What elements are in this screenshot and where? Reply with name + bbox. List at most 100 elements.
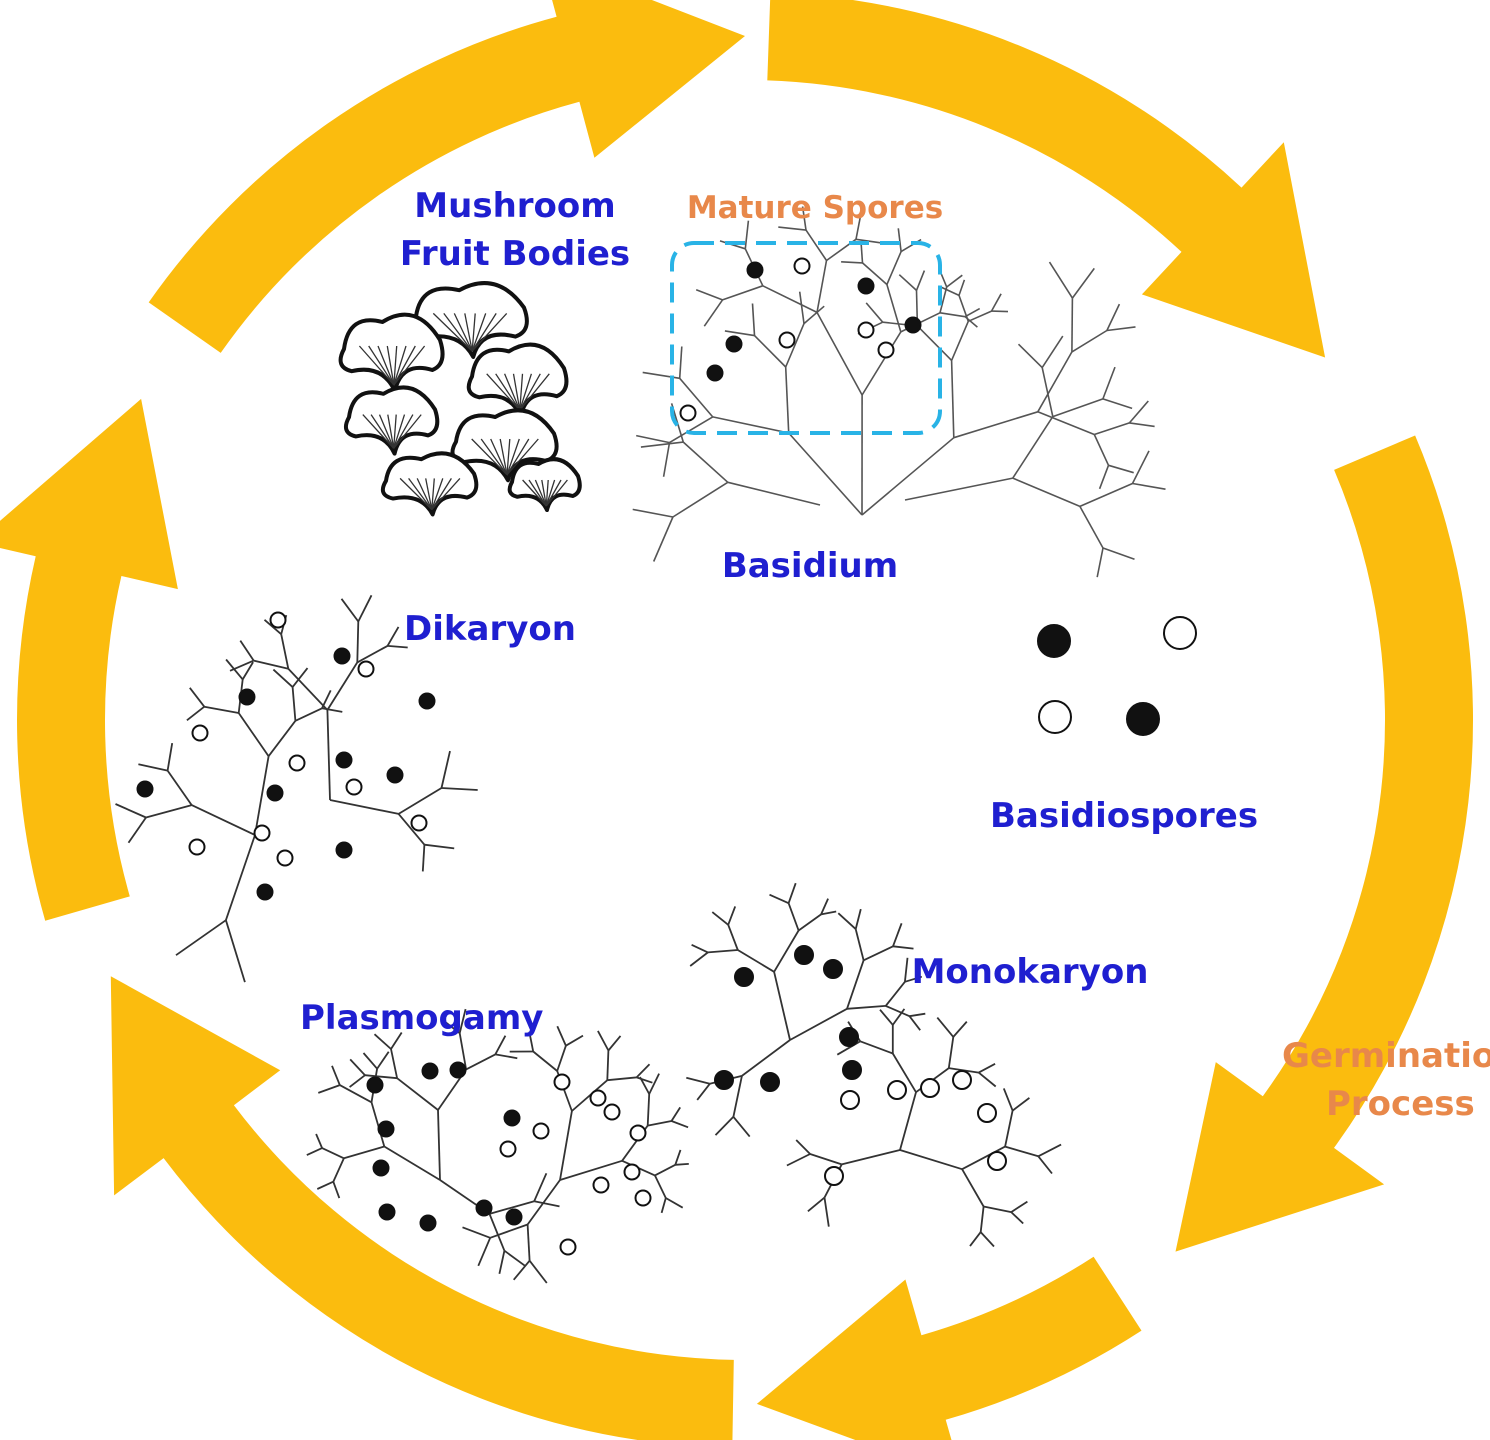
basidium-hypha xyxy=(950,320,970,361)
mushroom-gill xyxy=(506,438,539,476)
open-nucleus-icon xyxy=(679,404,697,422)
monokaryon-hypha xyxy=(789,1008,848,1041)
mushroom-gill xyxy=(512,373,521,411)
monokaryon-hypha xyxy=(769,893,789,905)
plasmogamy-hypha xyxy=(526,1224,531,1261)
mature-spores-label: Mature Spores xyxy=(686,190,944,226)
monokaryon-hypha xyxy=(978,1071,997,1088)
plasmogamy-hypha xyxy=(488,1213,506,1252)
mushroom-gill xyxy=(393,345,426,386)
dikaryon-hypha xyxy=(263,619,282,635)
plasmogamy-hypha xyxy=(534,1200,560,1208)
plasmogamy-hypha xyxy=(647,1120,672,1127)
basidium-hypha-icon xyxy=(632,206,1166,578)
dikaryon-hypha xyxy=(267,720,297,757)
basidium-hypha xyxy=(1108,464,1134,474)
basidium-hypha xyxy=(798,291,805,324)
monokaryon-hypha xyxy=(741,1039,791,1077)
plasmogamy-hypha xyxy=(559,1159,623,1181)
plasmogamy-hypha xyxy=(315,1133,323,1149)
basidium-hypha xyxy=(991,310,1009,313)
plasmogamy-hypha xyxy=(648,1073,660,1095)
plasmogamy-hypha xyxy=(349,1058,366,1076)
basidium-hypha xyxy=(642,371,680,380)
plasmogamy-hypha xyxy=(654,1164,676,1177)
monokaryon-hypha xyxy=(787,902,800,931)
mushroom-gill xyxy=(393,345,416,386)
monokaryon-hypha xyxy=(978,1063,996,1074)
plasmogamy-hypha-icon xyxy=(306,1008,689,1284)
dikaryon-hypha xyxy=(421,844,426,872)
monokaryon-hypha xyxy=(1037,1155,1053,1175)
plasmogamy-hypha xyxy=(533,1172,548,1202)
plasmogamy-hypha xyxy=(556,1045,567,1072)
plasmogamy-hypha xyxy=(635,1063,651,1079)
open-nucleus-icon xyxy=(629,1124,647,1142)
plasmogamy-hypha xyxy=(317,1084,341,1094)
mushroom-gill xyxy=(378,414,395,449)
open-nucleus-icon xyxy=(920,1078,940,1098)
basidium-hypha xyxy=(1098,465,1110,490)
basidium-hypha xyxy=(897,228,902,252)
plasmogamy-hypha xyxy=(349,1074,366,1088)
filled-nucleus-icon xyxy=(734,967,754,987)
monokaryon-hypha xyxy=(1002,1088,1014,1111)
monokaryon-hypha xyxy=(1004,1110,1014,1147)
dikaryon-hypha-icon xyxy=(115,594,478,983)
mushroom-gill xyxy=(393,345,407,386)
monokaryon-hypha xyxy=(859,1040,894,1055)
monokaryon-hypha xyxy=(807,1196,826,1212)
basidium-hypha xyxy=(953,411,1039,439)
plasmogamy-hypha xyxy=(494,1035,507,1055)
plasmogamy-hypha xyxy=(441,1018,461,1034)
filled-nucleus-icon xyxy=(238,688,256,706)
mushroom-gill xyxy=(471,313,487,352)
basidium-hypha xyxy=(679,377,714,418)
filled-nucleus-icon xyxy=(335,751,353,769)
filled-nucleus-icon xyxy=(904,316,922,334)
cycle-arrow-6 xyxy=(148,0,745,353)
dikaryon-hypha xyxy=(280,634,290,669)
plasmogamy-hypha xyxy=(376,1051,390,1070)
open-nucleus-icon xyxy=(824,1166,844,1186)
open-nucleus-icon xyxy=(253,824,271,842)
filled-nucleus-icon xyxy=(839,1027,859,1047)
filled-nucleus-icon xyxy=(725,335,743,353)
monokaryon-hypha xyxy=(686,1076,711,1085)
dikaryon-hypha xyxy=(329,799,399,815)
basidium-hypha xyxy=(724,330,755,337)
mushroom-gill xyxy=(425,478,433,510)
mushroom-gill xyxy=(499,438,508,475)
basidium-hypha xyxy=(1041,335,1064,369)
basidium-hypha xyxy=(1079,506,1104,549)
monokaryon-hypha xyxy=(904,957,909,982)
plasmogamy-hypha xyxy=(636,1076,653,1084)
monokaryon-hypha xyxy=(908,1015,921,1031)
plasmogamy-hypha xyxy=(332,1181,341,1199)
monokaryon-hypha xyxy=(841,1149,901,1166)
dikaryon-hypha xyxy=(398,787,442,815)
germination-label-line1: Germination xyxy=(1282,1036,1490,1076)
open-nucleus-icon xyxy=(778,331,796,349)
plasmogamy-hypha xyxy=(670,1106,681,1122)
basidium-hypha xyxy=(784,323,805,368)
dikaryon-hypha xyxy=(340,598,360,623)
plasmogamy-hypha xyxy=(458,1032,467,1070)
mushroom-gill xyxy=(519,373,533,411)
filled-nucleus-icon xyxy=(377,1120,395,1138)
basidium-hypha xyxy=(898,274,918,291)
dikaryon-hypha xyxy=(239,640,255,662)
filled-nucleus-icon xyxy=(335,841,353,859)
mushroom-cap-7 xyxy=(507,457,582,512)
basidium-hypha xyxy=(1071,298,1074,352)
basidium-hypha xyxy=(886,284,902,333)
monokaryon-hypha xyxy=(892,945,914,950)
basidium-hypha xyxy=(803,305,825,325)
monokaryon-hypha xyxy=(1012,1097,1030,1112)
monokaryon-hypha xyxy=(1037,1143,1062,1158)
filled-nucleus-icon xyxy=(706,364,724,382)
basidium-hypha xyxy=(958,279,966,296)
mushroom-label-line1: Mushroom xyxy=(414,186,616,226)
